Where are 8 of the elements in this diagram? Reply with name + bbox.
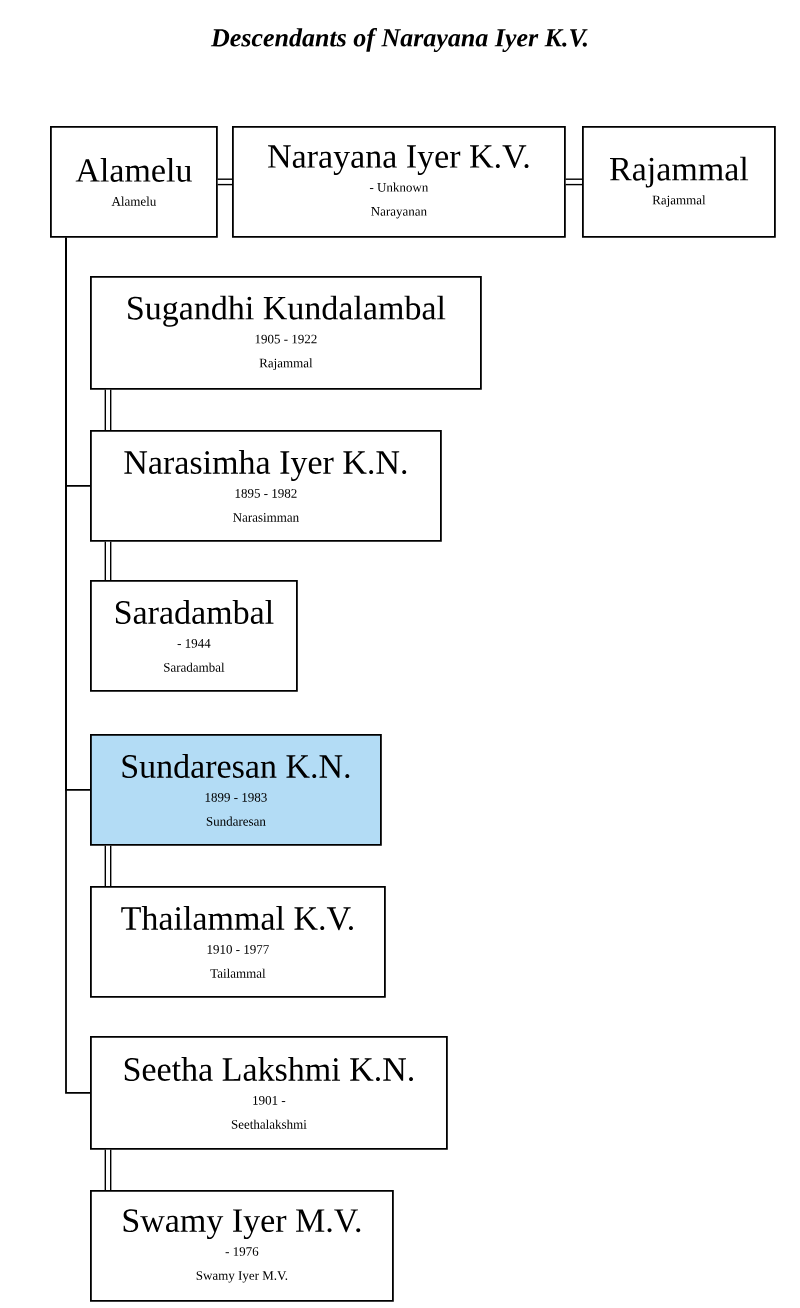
marriage-line: [565, 178, 582, 186]
title: Descendants of Narayana Iyer K.V.: [210, 28, 588, 52]
marriage-line: [217, 178, 232, 186]
marriage-line: [104, 389, 112, 430]
marriage-line: [104, 1149, 112, 1190]
marriage-line: [104, 541, 112, 580]
marriage-line: [104, 845, 112, 886]
descent-line: [65, 236, 91, 1094]
